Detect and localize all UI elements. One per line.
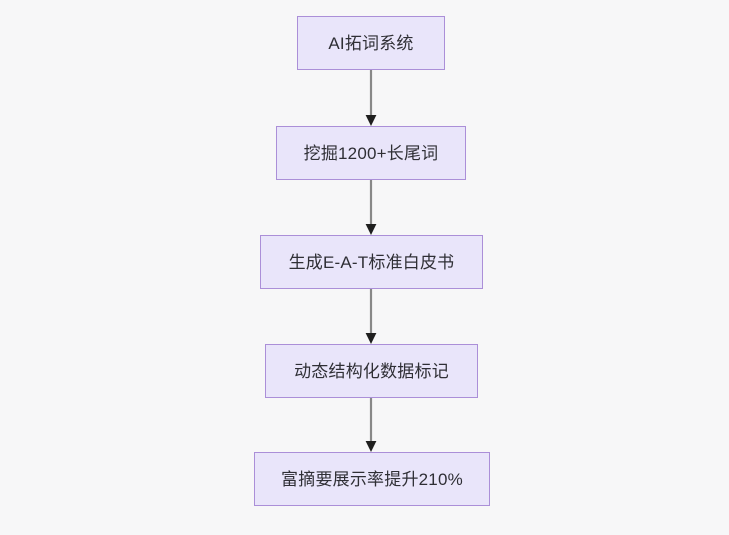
- flow-node-label: 富摘要展示率提升210%: [281, 469, 463, 489]
- flow-connector-4: [360, 398, 382, 452]
- flow-connector-2: [360, 180, 382, 235]
- flow-node-generate-eat-whitepaper[interactable]: 生成E-A-T标准白皮书: [260, 235, 483, 289]
- flow-node-label: 挖掘1200+长尾词: [303, 143, 439, 163]
- flow-node-dynamic-structured-data-markup[interactable]: 动态结构化数据标记: [265, 344, 478, 398]
- flow-connector-1: [360, 70, 382, 126]
- flow-connector-3: [360, 289, 382, 344]
- flow-node-mine-longtail-keywords[interactable]: 挖掘1200+长尾词: [276, 126, 466, 180]
- flow-node-label: 动态结构化数据标记: [294, 361, 449, 381]
- flow-node-rich-snippet-impression-uplift[interactable]: 富摘要展示率提升210%: [254, 452, 490, 506]
- flow-node-label: AI拓词系统: [328, 33, 414, 53]
- flow-node-label: 生成E-A-T标准白皮书: [288, 252, 455, 272]
- flow-node-ai-keyword-system[interactable]: AI拓词系统: [297, 16, 445, 70]
